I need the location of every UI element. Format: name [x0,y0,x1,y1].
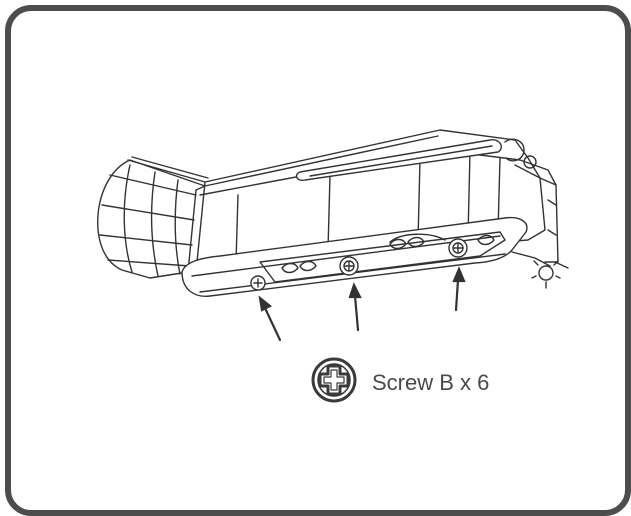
leaf-decorations [281,234,495,274]
device-top-slot [295,139,502,182]
device-front-rail [181,216,528,297]
arrow-to-screw-3 [452,266,466,312]
phillips-screw-head-icon [311,357,357,403]
screw-1 [250,275,266,291]
device-end-cap [97,156,209,279]
arrow-to-screw-1 [258,295,282,342]
screw-3 [448,238,468,258]
device-right-clip [511,251,569,289]
arrow-to-screw-2 [348,282,362,332]
device-top-hinge [504,138,537,169]
screw-caption: Screw B x 6 [372,370,490,395]
screw-2 [339,256,359,276]
